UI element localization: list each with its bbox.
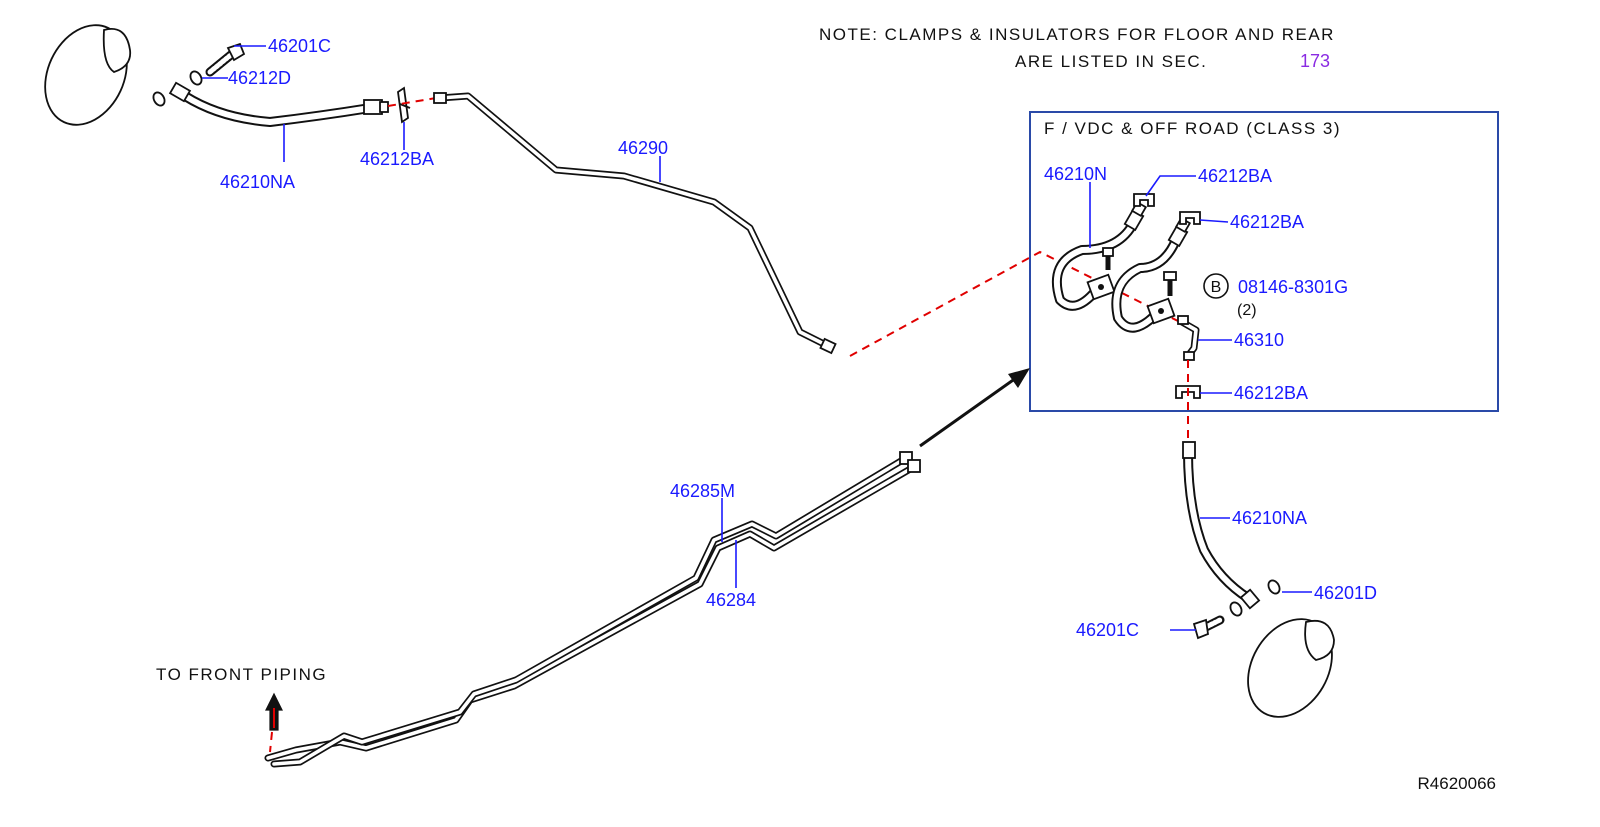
label-46201C-bottom[interactable]: 46201C: [1076, 620, 1139, 640]
to-front-arrow-icon: [265, 692, 283, 731]
connection-dash-front: [269, 731, 273, 753]
label-46212BA-inset-3[interactable]: 46212BA: [1234, 383, 1308, 403]
clip-46212BA-top-icon: [397, 86, 411, 124]
diagram-code: R4620066: [1418, 774, 1496, 793]
bolt-46201C-top-icon: [205, 42, 246, 77]
label-46284[interactable]: 46284: [706, 590, 756, 610]
washer-left-icon: [152, 91, 166, 107]
clip-46212BA-inset-2-icon: [1179, 211, 1201, 225]
clip-46212BA-inset-1-icon: [1133, 193, 1155, 207]
label-46290[interactable]: 46290: [618, 138, 668, 158]
label-46212BA-top[interactable]: 46212BA: [360, 149, 434, 169]
inset-box: [1029, 111, 1499, 412]
connection-dash-to-inset: [849, 250, 1181, 357]
note-section-ref[interactable]: 173: [1300, 51, 1330, 71]
pipe-46290: [436, 92, 832, 350]
bolt-46201C-bottom-icon: [1192, 615, 1225, 640]
brake-backing-plate-top-left: [44, 24, 132, 126]
washer-46201D-icon: [1267, 579, 1281, 595]
label-08146-8301G[interactable]: 08146-8301G: [1238, 277, 1348, 297]
bolt-08146-8301G-icon: [1163, 271, 1177, 296]
bolt-marker-B: B: [1203, 273, 1229, 299]
label-46212D[interactable]: 46212D: [228, 68, 291, 88]
washer-bottom-icon: [1229, 601, 1243, 617]
label-46212BA-inset-1[interactable]: 46212BA: [1198, 166, 1272, 186]
note-line-2: ARE LISTED IN SEC.: [1015, 52, 1207, 71]
hose-fitting-left: [168, 81, 192, 103]
inset-title: F / VDC & OFF ROAD (CLASS 3): [1044, 119, 1341, 138]
washer-46212D-icon: [189, 70, 203, 86]
svg-text:B: B: [1211, 279, 1222, 296]
connection-dash-top: [387, 97, 437, 107]
label-46210N[interactable]: 46210N: [1044, 164, 1107, 184]
label-46212BA-inset-2[interactable]: 46212BA: [1230, 212, 1304, 232]
brake-backing-plate-bottom-right: [1247, 618, 1335, 718]
note-line-1: NOTE: CLAMPS & INSULATORS FOR FLOOR AND …: [819, 25, 1335, 44]
pipe-46285M: [270, 454, 910, 768]
arrow-to-inset-icon: [919, 368, 1030, 448]
label-46285M[interactable]: 46285M: [670, 481, 735, 501]
pipe-end-fitting-2: [907, 459, 921, 473]
label-46310[interactable]: 46310: [1234, 330, 1284, 350]
label-46201D[interactable]: 46201D: [1314, 583, 1377, 603]
junction-block-2-icon: [1146, 297, 1176, 325]
junction-block-1-icon: [1086, 273, 1116, 301]
label-46201C-top[interactable]: 46201C: [268, 36, 331, 56]
to-front-piping-label: TO FRONT PIPING: [156, 665, 327, 684]
label-08146-qty: (2): [1237, 302, 1257, 319]
bolt-inset-1-icon: [1102, 247, 1114, 270]
label-46210NA-bottom[interactable]: 46210NA: [1232, 508, 1307, 528]
label-46210NA-top[interactable]: 46210NA: [220, 172, 295, 192]
